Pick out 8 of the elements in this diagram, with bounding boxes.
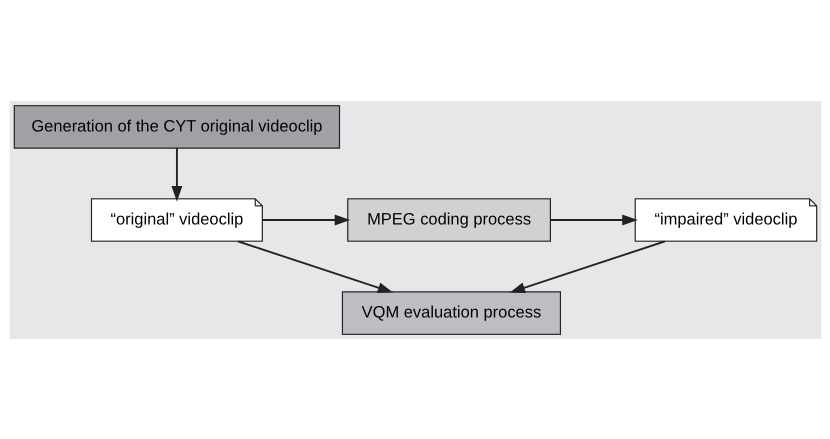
arrow: [508, 240, 665, 292]
arrow: [170, 148, 182, 202]
arrow: [550, 214, 638, 225]
node-box: Generation of the CYT original videoclip: [13, 104, 340, 148]
node-box: MPEG coding process: [346, 198, 550, 242]
node-box: VQM evaluation process: [341, 290, 560, 334]
arrow: [262, 214, 350, 225]
arrow: [237, 240, 393, 292]
